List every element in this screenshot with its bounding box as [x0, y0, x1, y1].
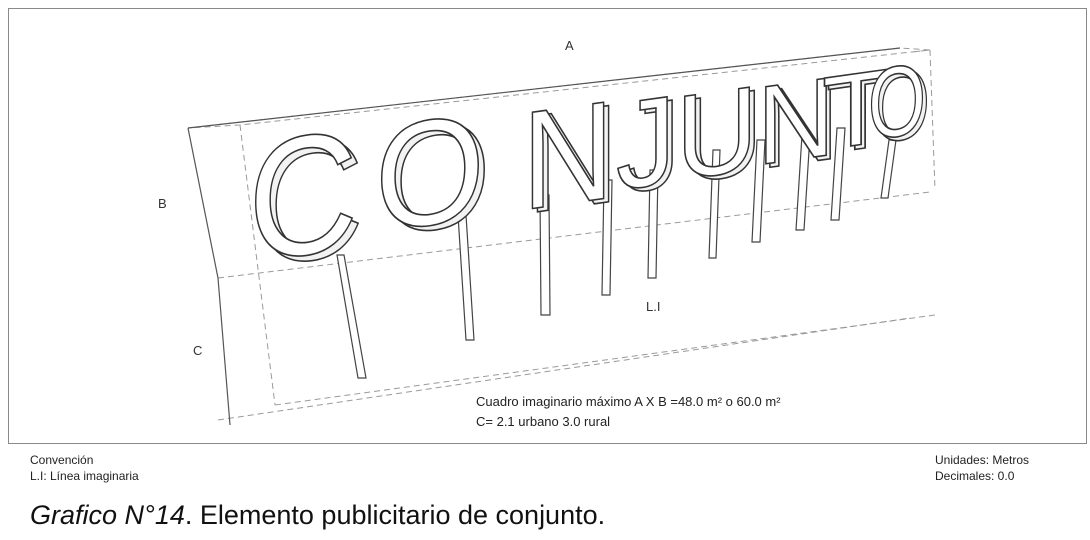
- dimension-lines: [187, 47, 901, 426]
- imaginary-box: [187, 47, 936, 421]
- post-2: [457, 214, 475, 341]
- svg-text:T: T: [826, 50, 894, 176]
- units-label: Unidades: Metros: [935, 453, 1030, 467]
- diagram-frame: [8, 8, 1087, 444]
- legend-right: Unidades: Metros Decimales: 0.0: [935, 452, 1029, 484]
- post-8: [795, 134, 811, 231]
- post-4: [601, 179, 613, 296]
- legend-title: Convención: [30, 453, 94, 467]
- figure-caption: Grafico N°14. Elemento publicitario de c…: [30, 500, 605, 531]
- svg-text:N: N: [761, 56, 839, 192]
- svg-text:N: N: [527, 74, 619, 243]
- letter-o: O: [375, 81, 485, 264]
- post-9: [830, 127, 846, 221]
- height-note: C= 2.1 urbano 3.0 rural: [476, 414, 611, 429]
- letter-u: U: [676, 60, 758, 206]
- caption-text: . Elemento publicitario de conjunto.: [184, 500, 606, 530]
- dimension-label-a: A: [565, 38, 574, 53]
- letter-o2: O: [868, 42, 926, 162]
- area-note: Cuadro imaginario máximo A X B =48.0 m² …: [476, 394, 781, 409]
- post-7: [751, 139, 766, 243]
- letter-n: N: [522, 71, 614, 240]
- letter-n2: N: [757, 53, 835, 189]
- letter-c: C: [248, 93, 358, 299]
- letter-t: T: [822, 47, 890, 173]
- svg-text:O: O: [872, 46, 930, 166]
- svg-text:O: O: [381, 85, 491, 268]
- svg-text:U: U: [681, 63, 763, 209]
- legend-left: Convención L.I: Línea imaginaria: [30, 452, 139, 484]
- imaginary-line-label: L.I: [646, 299, 661, 314]
- support-posts: [336, 127, 897, 379]
- post-1: [336, 254, 367, 379]
- post-10: [880, 139, 897, 199]
- letter-j: J: [616, 68, 676, 217]
- sign-letters: C C O O N N J J U U N N T T O O: [247, 41, 931, 304]
- post-3: [539, 194, 551, 316]
- decimals-label: Decimales: 0.0: [935, 469, 1015, 483]
- dimension-label-c: C: [193, 343, 203, 358]
- legend-item: L.I: Línea imaginaria: [30, 469, 139, 483]
- caption-number: Grafico N°14: [30, 500, 185, 530]
- dimension-label-b: B: [158, 196, 167, 211]
- post-5: [647, 169, 659, 279]
- svg-text:C: C: [254, 98, 364, 304]
- post-6: [708, 149, 721, 259]
- svg-text:J: J: [621, 71, 681, 220]
